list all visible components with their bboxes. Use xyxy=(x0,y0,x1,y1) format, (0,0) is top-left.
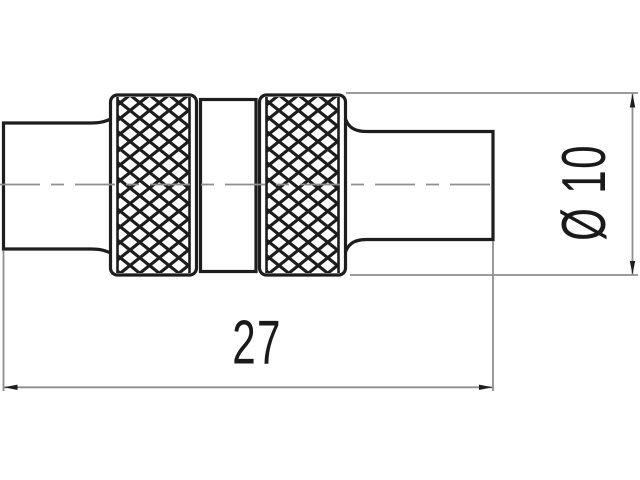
right-body-cylinder xyxy=(341,110,495,261)
diameter-dimension-label: Ø 10 xyxy=(550,144,619,241)
length-arrow-left-icon xyxy=(4,384,18,390)
length-arrow-right-icon xyxy=(479,384,493,390)
diameter-arrow-up-icon xyxy=(629,93,636,108)
length-dimension-label: 27 xyxy=(232,309,282,378)
center-ring xyxy=(198,97,258,274)
left-sleeve-cylinder xyxy=(1,115,115,257)
diameter-arrow-down-icon xyxy=(629,261,636,275)
